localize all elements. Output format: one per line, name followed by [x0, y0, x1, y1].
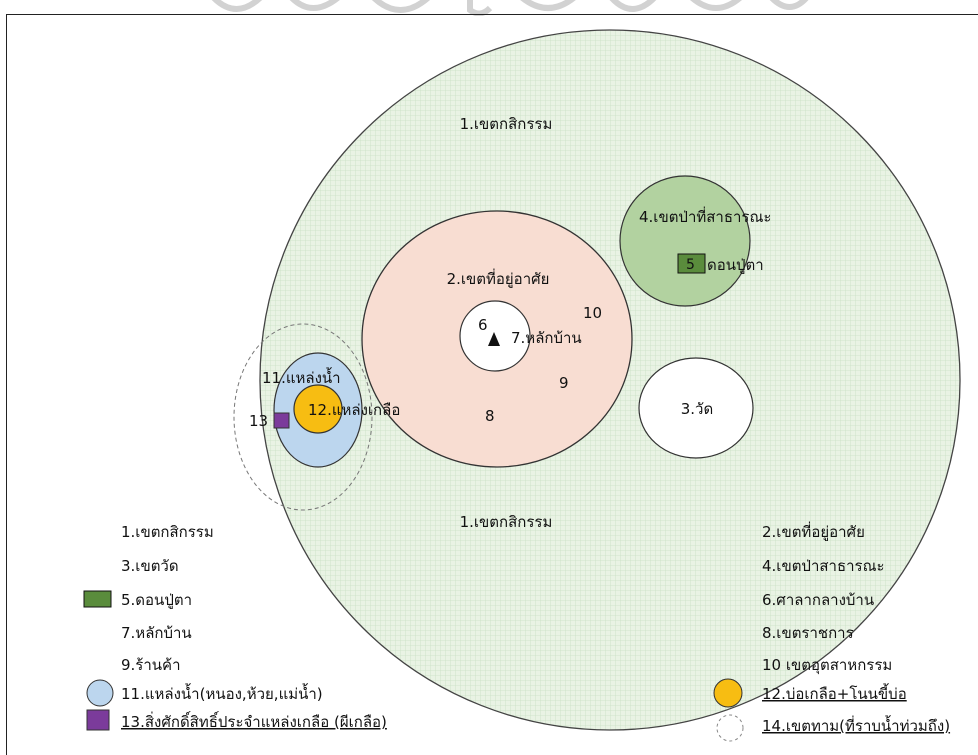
legend-don-puta-swatch — [83, 590, 112, 608]
village-pillar-icon — [488, 332, 500, 346]
legend-salt-well: 12.บ่อเกลือ+โนนขี้บ่อ — [762, 683, 907, 703]
salt-source-circle — [293, 384, 343, 434]
spirit-shrine-marker — [273, 412, 290, 429]
legend-village-hall: 6.ศาลากลางบ้าน — [762, 591, 874, 609]
legend-spirit-swatch — [86, 709, 110, 731]
legend-public-forest: 4.เขตป่าสาธารณะ — [762, 557, 885, 575]
label-government-number: 8 — [485, 407, 495, 425]
legend-salt-swatch — [713, 678, 743, 708]
legend-agriculture: 1.เขตกสิกรรม — [121, 523, 214, 541]
figure-frame — [6, 14, 978, 755]
legend-water-swatch — [86, 679, 114, 707]
label-salt-source: 12.แหล่งเกลือ — [308, 401, 400, 419]
label-don-puta-number: 5 — [686, 257, 695, 273]
label-water-source: 11.แหล่งน้ำ — [262, 367, 341, 387]
public-forest-circle — [619, 175, 751, 307]
label-spirit-number: 13 — [249, 412, 268, 430]
label-village-hall-number: 6 — [478, 316, 488, 334]
label-village-pillar: 7.หลักบ้าน — [511, 329, 582, 347]
label-agriculture-top: 1.เขตกสิกรรม — [460, 115, 553, 133]
legend-village-pillar: 7.หลักบ้าน — [121, 624, 192, 642]
temple-ellipse — [638, 357, 754, 459]
legend-don-puta: 5.ดอนปู่ตา — [121, 591, 192, 609]
legend-floodplain-swatch — [716, 714, 744, 742]
legend-floodplain: 14.เขตทาม(ที่ราบน้ำท่วมถึง) — [762, 715, 950, 735]
legend-water-source: 11.แหล่งน้ำ(หนอง,ห้วย,แม่น้ำ) — [121, 683, 323, 703]
label-residential: 2.เขตที่อยู่อาศัย — [447, 268, 550, 288]
label-agriculture-bottom: 1.เขตกสิกรรม — [460, 513, 553, 531]
label-public-forest: 4.เขตป่าที่สาธารณะ — [639, 206, 771, 226]
header-watermark — [0, 0, 978, 16]
legend-industry: 10 เขตอุตสาหกรรม — [762, 656, 892, 675]
label-industry-number: 10 — [583, 304, 602, 322]
legend-government: 8.เขตราชการ — [762, 624, 854, 642]
legend-residential: 2.เขตที่อยู่อาศัย — [762, 521, 865, 541]
label-temple: 3.วัด — [681, 400, 713, 418]
legend-spirit: 13.สิ่งศักดิ์สิทธิ์ประจำแหล่งเกลือ (ผีเก… — [121, 711, 387, 731]
floodplain-zone-ellipse — [233, 323, 373, 511]
label-shop-number: 9 — [559, 374, 569, 392]
legend-temple: 3.เขตวัด — [121, 557, 179, 575]
label-don-puta: ดอนปู่ตา — [707, 256, 764, 274]
don-puta-marker — [677, 253, 706, 274]
legend-shop: 9.ร้านค้า — [121, 656, 181, 674]
